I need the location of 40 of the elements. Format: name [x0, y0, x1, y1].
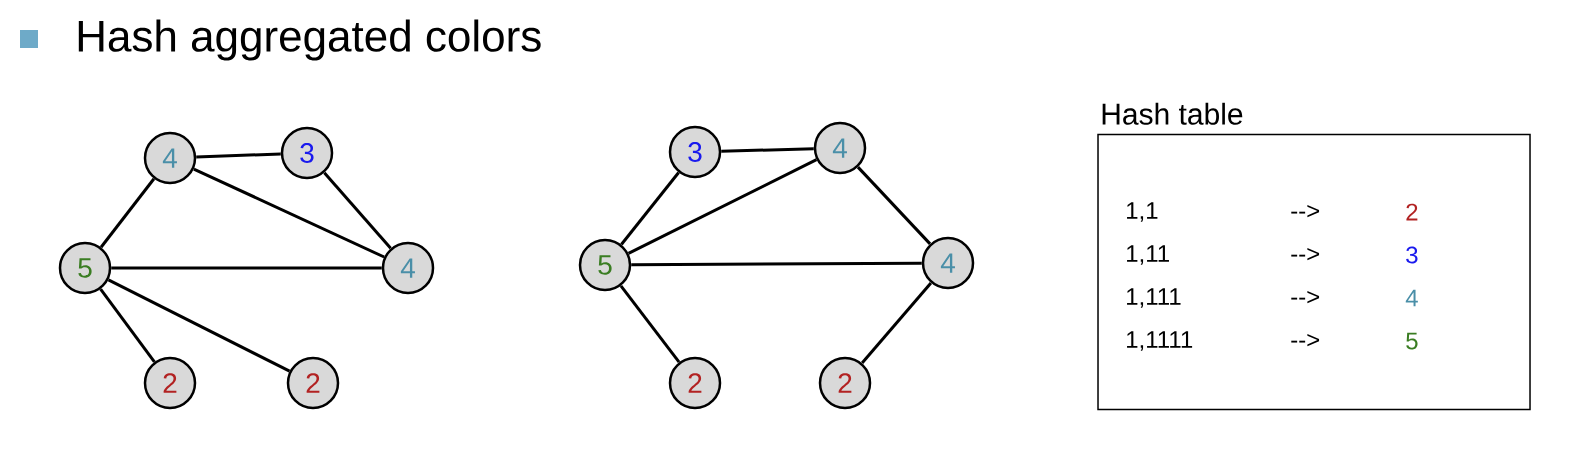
color-value: 4 — [1405, 289, 1418, 307]
key-text: 1,1111 — [1127, 331, 1193, 351]
graph-node: 3 — [668, 125, 722, 179]
color-value: 5 — [1406, 332, 1418, 350]
edge-line — [620, 171, 680, 246]
graph-node: 2 — [286, 356, 340, 410]
graph-node: 4 — [143, 131, 197, 185]
arrow-text: --> — [1291, 334, 1320, 347]
edge-line — [111, 266, 382, 270]
graph-node: 2 — [818, 356, 872, 410]
edge-line — [860, 281, 933, 365]
arrow-text: --> — [1291, 248, 1320, 261]
graph-node: 3 — [280, 126, 334, 180]
color-value: 2 — [1406, 203, 1418, 221]
edge-line — [631, 261, 922, 267]
key-text: 1,111 — [1127, 288, 1181, 308]
key-text: 1,1 — [1127, 202, 1158, 222]
title: Hash aggregated colors — [78, 19, 541, 61]
edge-line — [107, 278, 291, 373]
graph-node: 4 — [381, 241, 435, 295]
edge-line — [196, 152, 281, 159]
edge-line — [619, 284, 681, 364]
graph-node: 5 — [58, 241, 112, 295]
edge-line — [323, 171, 392, 250]
graph-node: 5 — [578, 238, 632, 292]
graph-node: 4 — [813, 121, 867, 175]
color-value: 3 — [1406, 246, 1418, 264]
arrow-text: --> — [1291, 291, 1320, 304]
edge-line — [193, 167, 385, 259]
edge-line — [99, 177, 156, 249]
graph-node: 2 — [143, 356, 197, 410]
edge-line — [99, 288, 156, 363]
key-text: 1,11 — [1127, 245, 1169, 265]
node-label: Hash table — [1102, 102, 1243, 125]
edge-line — [856, 166, 932, 245]
edge-line — [721, 147, 814, 153]
arrow-text: --> — [1291, 205, 1320, 218]
graph-node: 2 — [668, 356, 722, 410]
graph-node: 4 — [921, 236, 975, 290]
edge-line — [627, 158, 818, 255]
